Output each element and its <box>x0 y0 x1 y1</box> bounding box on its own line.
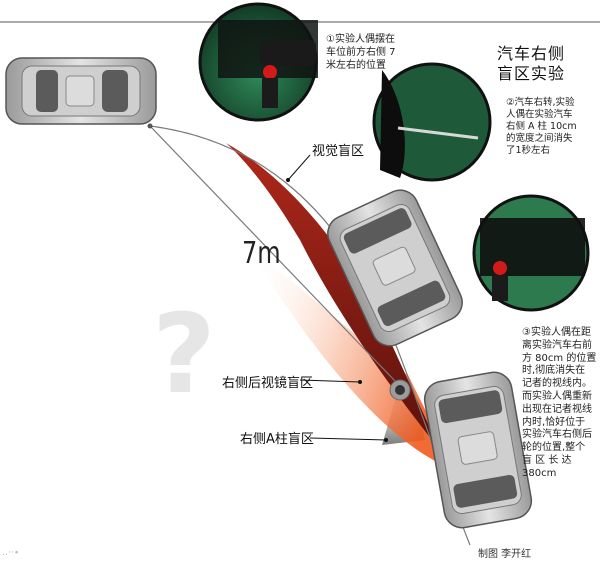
caption-step3-line: 而实验人偶重新 <box>522 390 592 402</box>
visual-zone-fan <box>226 143 440 450</box>
caption-step3-line: 内时,恰好位于 <box>522 416 586 428</box>
caption-step3-line: 380cm <box>522 467 557 479</box>
start-point <box>147 123 153 129</box>
caption-step2: ②汽车右转,实验 人偶在实验汽车 右侧 A 柱 10cm 的宽度之间消失 了1秒… <box>506 97 577 157</box>
caption-step3-line: 方 80cm 的位置 <box>522 352 597 364</box>
car-start <box>5 57 157 125</box>
mirror-leader <box>299 379 361 383</box>
caption-step3-line: 离实验汽车右前 <box>522 339 592 351</box>
mirror-zone-fan <box>250 250 455 470</box>
photo-circle-2 <box>372 62 492 182</box>
caption-step3-line: 实验汽车右侧后 <box>522 429 592 441</box>
caption-step1-line: 车位前方右侧 7 <box>326 47 396 58</box>
caption-step2-line: 右侧 A 柱 10cm <box>506 121 577 132</box>
label-visual-blind-zone: 视觉盲区 <box>312 144 365 159</box>
car-turning <box>327 189 463 347</box>
question-mark-graphic: ? <box>152 290 216 418</box>
caption-step3-line: 时,彻底消失在 <box>522 365 586 377</box>
car-end <box>423 371 533 529</box>
caption-step3-line: 轮的位置,整个 <box>522 442 586 454</box>
label-a-pillar-blind-zone: 右侧A柱盲区 <box>240 432 314 447</box>
pillar-leader <box>309 437 387 441</box>
caption-step3-line: 出现在记者视线 <box>522 403 592 415</box>
visual-leader <box>287 154 311 181</box>
caption-step2-line: 人偶在实验汽车 <box>506 109 573 120</box>
caption-step1: ①实验人偶摆在 车位前方右侧 7 米左右的位置 <box>326 33 396 72</box>
caption-step3: ③实验人偶在距 离实验汽车右前 方 80cm 的位置 时,彻底消失在 记者的视线… <box>522 327 596 481</box>
caption-step3-line: 盲 区 长 达 <box>522 454 572 466</box>
title-line-1: 汽车右侧 <box>497 44 566 63</box>
caption-step2-line: ②汽车右转,实验 <box>506 97 575 108</box>
caption-step1-line: 米左右的位置 <box>326 60 386 71</box>
caption-step3-line: 记者的视线内。 <box>522 378 592 390</box>
photo-circle-3 <box>472 194 590 312</box>
corner-mark: ‥·‧∙ <box>2 548 20 558</box>
distance-line <box>149 125 397 383</box>
caption-step3-line: ③实验人偶在距 <box>522 327 591 338</box>
caption-step1-line: ①实验人偶摆在 <box>326 34 395 45</box>
distance-label: 7m <box>242 236 281 271</box>
photo-circle-1 <box>198 2 318 122</box>
caption-step2-line: 了1秒左右 <box>506 145 551 156</box>
title-line-2: 盲区实验 <box>497 64 566 83</box>
label-mirror-blind-zone: 右侧后视镜盲区 <box>222 376 314 391</box>
credit: 制图 李开红 <box>478 549 532 560</box>
dummy-head <box>395 385 405 395</box>
caption-step2-line: 的宽度之间消失 <box>506 133 573 144</box>
